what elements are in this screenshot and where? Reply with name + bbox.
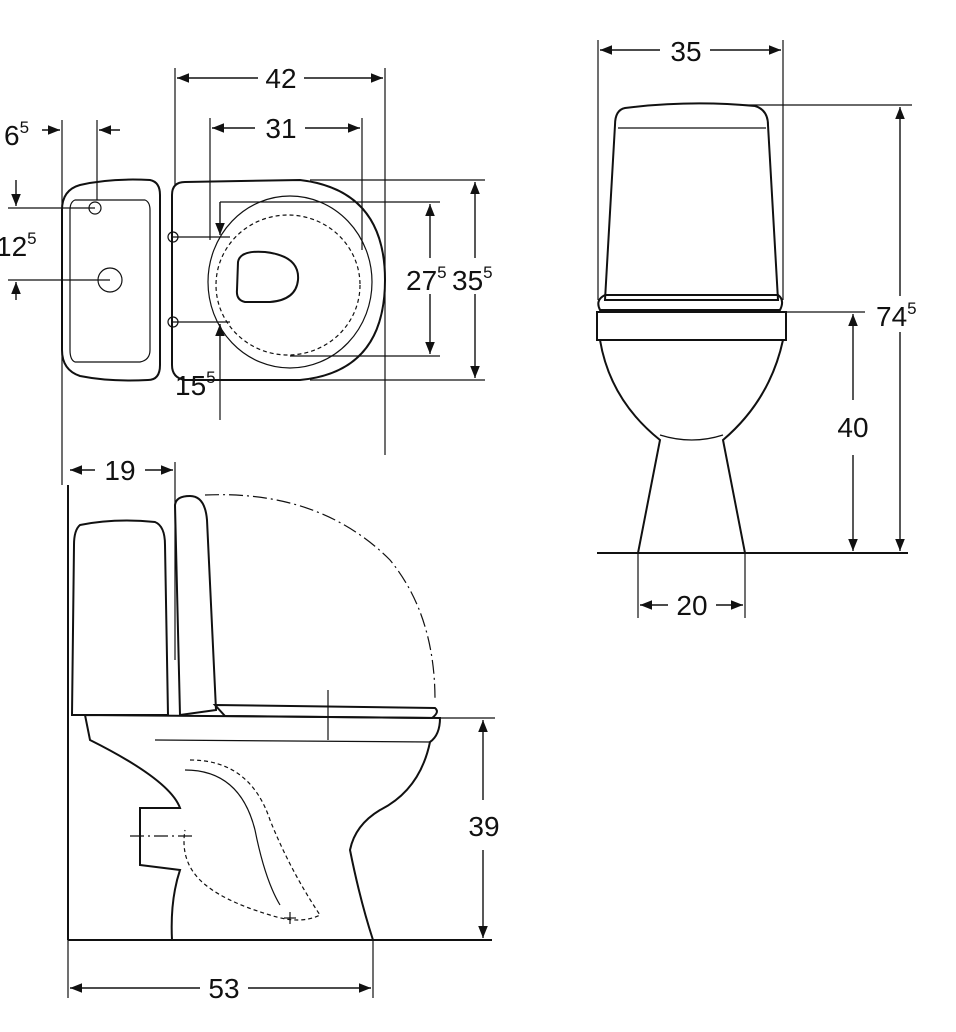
- front-tank-outline: [603, 102, 780, 301]
- dim-top-seat-depth: 275: [406, 263, 447, 296]
- top-view: 42 31 65 125 155 275 355: [0, 63, 500, 485]
- front-view: 35 745 40 20: [596, 36, 928, 621]
- front-seat: [597, 294, 784, 311]
- top-seat-opening: [235, 250, 300, 303]
- dim-top-width: 42: [265, 63, 296, 94]
- dim-top-offset-left: 65: [4, 118, 29, 151]
- dim-front-total-height: 745: [876, 299, 917, 332]
- side-bowl-outline: [83, 713, 442, 941]
- dim-side-length: 53: [208, 973, 239, 1004]
- front-pedestal: [599, 339, 784, 554]
- top-bowl-outline: [171, 178, 387, 381]
- side-tank-outline: [70, 519, 170, 716]
- dim-top-fixing: 155: [175, 368, 216, 401]
- dim-top-seat-width: 31: [265, 113, 296, 144]
- side-seat-lid: [173, 494, 218, 717]
- dim-top-depth: 355: [452, 263, 493, 296]
- dim-side-height: 39: [468, 811, 499, 842]
- side-view: 19 53 39: [67, 455, 500, 1004]
- dim-top-tank-hole: 125: [0, 229, 37, 262]
- dim-front-seat-height: 40: [837, 412, 868, 443]
- dim-side-tank: 19: [104, 455, 135, 486]
- dim-front-base-width: 20: [676, 590, 707, 621]
- dim-front-width: 35: [670, 36, 701, 67]
